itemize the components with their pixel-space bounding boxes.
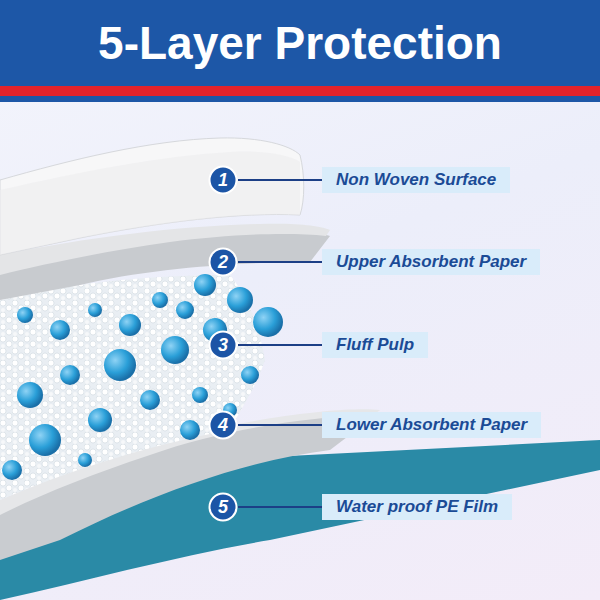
leader-line bbox=[238, 261, 322, 263]
leader-line bbox=[238, 179, 322, 181]
leader-line bbox=[238, 424, 322, 426]
label-band: Non Woven Surface bbox=[322, 167, 510, 193]
callout-number: 1 bbox=[208, 165, 238, 195]
callout-number: 4 bbox=[208, 410, 238, 440]
callout-circle: 2 bbox=[208, 247, 238, 277]
layer-name: Lower Absorbent Paper bbox=[336, 415, 527, 434]
title-text: 5-Layer Protection bbox=[98, 16, 502, 70]
layer-name: Non Woven Surface bbox=[336, 170, 496, 189]
callout-circle: 1 bbox=[208, 165, 238, 195]
leader-line bbox=[238, 506, 322, 508]
callout-number: 3 bbox=[208, 330, 238, 360]
layer-name: Upper Absorbent Paper bbox=[336, 252, 526, 271]
callout-number: 5 bbox=[208, 492, 238, 522]
callout-number: 2 bbox=[208, 247, 238, 277]
label-band: Upper Absorbent Paper bbox=[322, 249, 540, 275]
label-band: Fluff Pulp bbox=[322, 332, 428, 358]
layer-name: Fluff Pulp bbox=[336, 335, 414, 354]
layer-name: Water proof PE Film bbox=[336, 497, 498, 516]
callout-circle: 5 bbox=[208, 492, 238, 522]
label-band: Water proof PE Film bbox=[322, 494, 512, 520]
label-band: Lower Absorbent Paper bbox=[322, 412, 541, 438]
red-stripe bbox=[0, 86, 600, 96]
leader-line bbox=[238, 344, 322, 346]
blue-stripe bbox=[0, 96, 600, 102]
title-banner: 5-Layer Protection bbox=[0, 0, 600, 86]
callout-circle: 3 bbox=[208, 330, 238, 360]
callout-circle: 4 bbox=[208, 410, 238, 440]
